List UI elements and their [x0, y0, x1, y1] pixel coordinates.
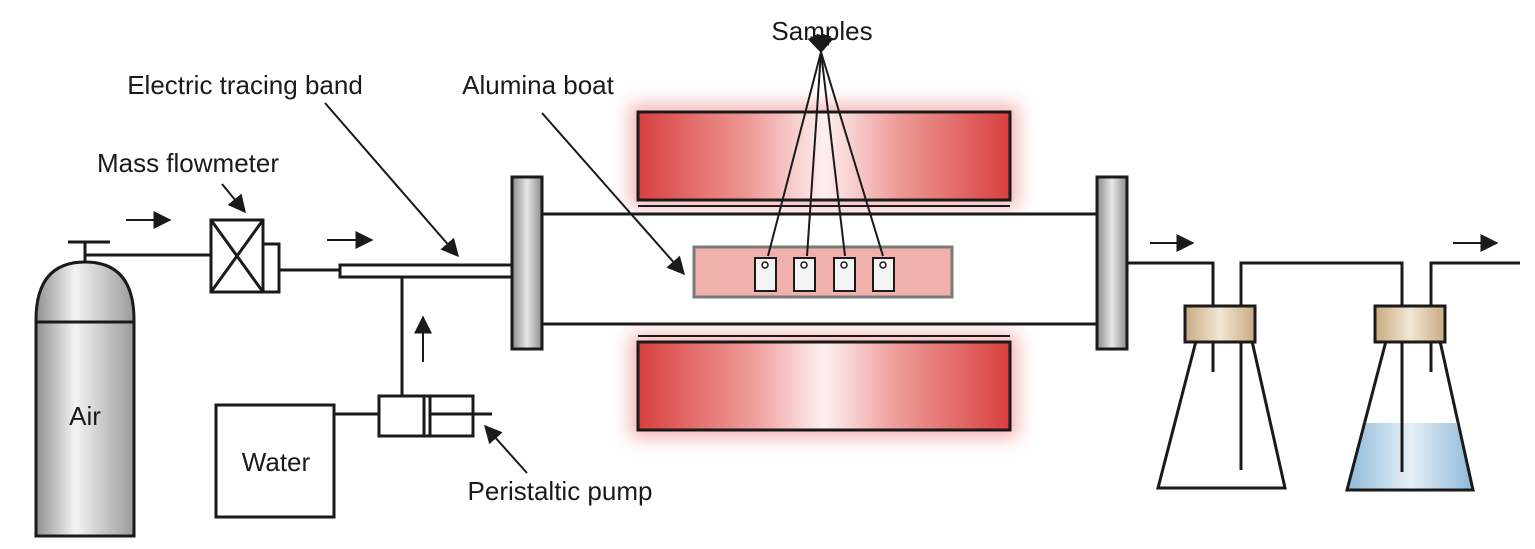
label-samples: Samples: [771, 16, 872, 46]
peristaltic-pump-pointer: [484, 424, 528, 474]
outlet-flange: [1095, 175, 1129, 351]
label-mass-flowmeter: Mass flowmeter: [97, 148, 279, 178]
label-electric-tracing-band: Electric tracing band: [127, 70, 363, 100]
peristaltic-pump: [377, 394, 492, 438]
sample: [833, 257, 856, 292]
label-water: Water: [242, 447, 311, 477]
electric-tracing-band: [338, 263, 514, 279]
sample: [754, 257, 777, 292]
alumina-boat: [692, 245, 954, 299]
label-peristaltic-pump: Peristaltic pump: [468, 476, 653, 506]
gas-trap-flask-1: [1156, 304, 1287, 490]
absorption-flask-2: [1345, 304, 1475, 492]
samples-group: [754, 257, 895, 292]
mass-flowmeter-pointer: [221, 183, 246, 214]
furnace-lower-heater: [630, 334, 1018, 438]
inlet-flange: [510, 175, 544, 351]
electric-tracing-band-pointer: [324, 102, 459, 258]
mass-flowmeter: [209, 218, 281, 294]
alumina-boat-pointer: [541, 112, 685, 276]
exhaust-line: [1429, 261, 1520, 306]
flask-link-line: [1239, 261, 1404, 306]
air-cylinder: [34, 240, 136, 538]
outlet-line: [1127, 261, 1215, 306]
label-alumina-boat: Alumina boat: [462, 70, 615, 100]
reaction-tube: [542, 212, 1098, 326]
water-reservoir: [214, 403, 336, 519]
label-air: Air: [69, 401, 101, 431]
sample: [872, 257, 895, 292]
sample: [793, 257, 816, 292]
furnace-upper-heater: [630, 104, 1018, 208]
samples-callout-lines: [767, 33, 884, 257]
